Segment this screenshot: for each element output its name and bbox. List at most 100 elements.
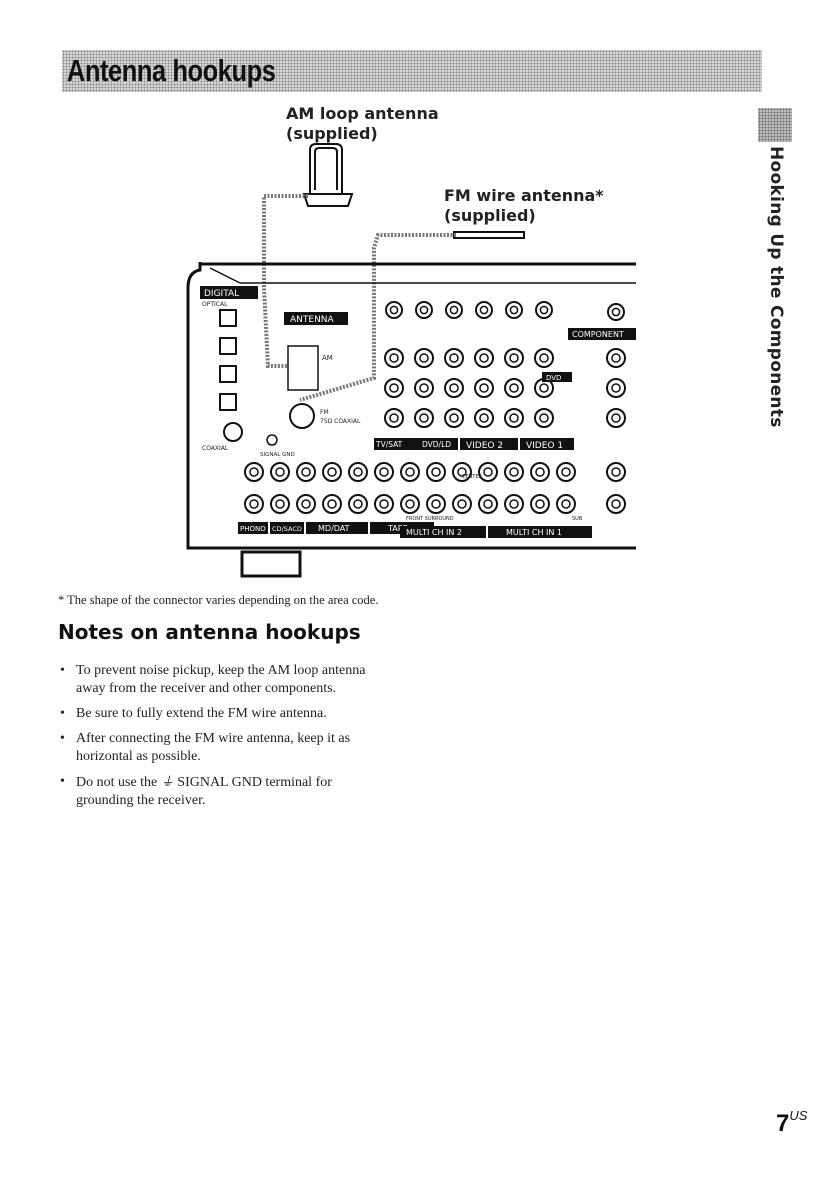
- rca-jack: [400, 494, 420, 514]
- am-antenna-label-line1: AM loop antenna: [286, 104, 439, 123]
- cdsacd-bar: [270, 522, 304, 534]
- digital-section-bar: [200, 286, 258, 299]
- rca-jack-center: [535, 499, 545, 509]
- rca-jack-center: [539, 383, 549, 393]
- rca-jack: [504, 348, 524, 368]
- ground-symbol-icon: ⏚: [160, 774, 174, 789]
- rca-jack: [478, 462, 498, 482]
- rca-jack-center: [327, 499, 337, 509]
- rca-jack: [505, 301, 523, 319]
- signal-gnd-terminal: [266, 434, 278, 446]
- rca-jack-center: [431, 499, 441, 509]
- rca-jack: [530, 494, 550, 514]
- rca-jack: [452, 462, 472, 482]
- multi1-label: MULTI CH IN 1: [506, 528, 562, 537]
- video1-label: VIDEO 1: [526, 441, 563, 451]
- coaxial-jack: [223, 422, 243, 442]
- notes-list-item: To prevent noise pickup, keep the AM loo…: [58, 662, 388, 698]
- rca-jack-center: [249, 499, 259, 509]
- rca-jack: [444, 348, 464, 368]
- optical-label: OPTICAL: [202, 301, 228, 308]
- rca-jack-center: [479, 383, 489, 393]
- rca-jack-center: [405, 499, 415, 509]
- page-number: 7US: [776, 1108, 808, 1138]
- video2-label: VIDEO 2: [466, 441, 503, 451]
- rca-jack-center: [457, 467, 467, 477]
- footnote: * The shape of the connector varies depe…: [58, 593, 379, 607]
- fm-terminal-sublabel: 75Ω COAXIAL: [320, 418, 361, 425]
- rca-jack: [606, 348, 626, 368]
- receiver-rear-panel-diagram: DIGITAL OPTICAL COAXIAL ANTENNA AM FM 75…: [186, 143, 636, 578]
- rca-jack: [504, 462, 524, 482]
- optical-jack: [219, 393, 237, 411]
- rca-jack-center: [611, 413, 621, 423]
- am-antenna-cable: [262, 194, 308, 368]
- rca-jack: [556, 462, 576, 482]
- rca-jack-center: [509, 413, 519, 423]
- notes-gnd-text-after: SIGNAL GND terminal for grounding the re…: [76, 775, 332, 808]
- rca-jack: [348, 494, 368, 514]
- component-bar: [568, 328, 636, 340]
- rca-jack-center: [419, 305, 429, 315]
- component-label: COMPONENT: [572, 330, 624, 339]
- rca-jack: [475, 301, 493, 319]
- rca-jack-center: [389, 383, 399, 393]
- phono-bar: [238, 522, 268, 534]
- rca-jack-center: [611, 307, 621, 317]
- am-terminal-label: AM: [322, 354, 333, 362]
- rca-jack-center: [389, 305, 399, 315]
- rca-jack-center: [535, 467, 545, 477]
- rca-jack-center: [379, 499, 389, 509]
- rca-jack-center: [405, 467, 415, 477]
- rca-jack-center: [275, 467, 285, 477]
- rca-jack: [296, 462, 316, 482]
- rca-jack-center: [389, 353, 399, 363]
- optical-jack: [219, 365, 237, 383]
- rca-jack: [270, 462, 290, 482]
- optical-jack: [219, 337, 237, 355]
- rca-jack-center: [379, 467, 389, 477]
- rca-jack: [385, 301, 403, 319]
- rca-jack: [414, 348, 434, 368]
- rca-jack: [384, 348, 404, 368]
- signal-gnd-label: SIGNAL GND: [260, 452, 295, 458]
- rca-jack-center: [483, 467, 493, 477]
- rca-jack-center: [419, 413, 429, 423]
- rca-jack: [444, 378, 464, 398]
- am-terminal-block: [287, 345, 319, 391]
- rca-jack-center: [611, 353, 621, 363]
- rca-jack: [534, 408, 554, 428]
- phono-label: PHONO: [240, 525, 266, 533]
- center-label: CENTER: [462, 474, 483, 480]
- chassis-foot: [240, 550, 302, 578]
- rca-jack-center: [509, 353, 519, 363]
- antenna-label: ANTENNA: [290, 315, 335, 325]
- notes-list: To prevent noise pickup, keep the AM loo…: [58, 662, 388, 817]
- fm-antenna-label-line2: (supplied): [444, 206, 536, 225]
- rca-jack-center: [353, 467, 363, 477]
- rca-jack: [322, 494, 342, 514]
- rca-jack: [504, 494, 524, 514]
- multi2-label: MULTI CH IN 2: [406, 528, 462, 537]
- rca-jack: [504, 378, 524, 398]
- rca-jack: [426, 462, 446, 482]
- cdsacd-label: CD/SACD: [272, 525, 302, 533]
- rca-jack-center: [509, 383, 519, 393]
- optical-jack: [219, 309, 237, 327]
- rca-jack-center: [449, 353, 459, 363]
- rca-jack: [426, 494, 446, 514]
- am-loop-antenna: [302, 143, 354, 207]
- am-antenna-label: AM loop antenna (supplied): [286, 104, 439, 144]
- rca-jack: [414, 378, 434, 398]
- rca-jack: [504, 408, 524, 428]
- fm-antenna-cable: [299, 233, 456, 402]
- page-number-suffix: US: [789, 1108, 808, 1123]
- fm-antenna-label: FM wire antenna* (supplied): [444, 186, 604, 226]
- multi2-bar: [400, 526, 486, 538]
- dvd-label: DVD: [546, 374, 561, 382]
- rca-jack: [606, 378, 626, 398]
- rca-jack-center: [301, 467, 311, 477]
- rca-jack: [348, 462, 368, 482]
- chassis-inner-edge: [209, 267, 636, 284]
- rca-jack-center: [275, 499, 285, 509]
